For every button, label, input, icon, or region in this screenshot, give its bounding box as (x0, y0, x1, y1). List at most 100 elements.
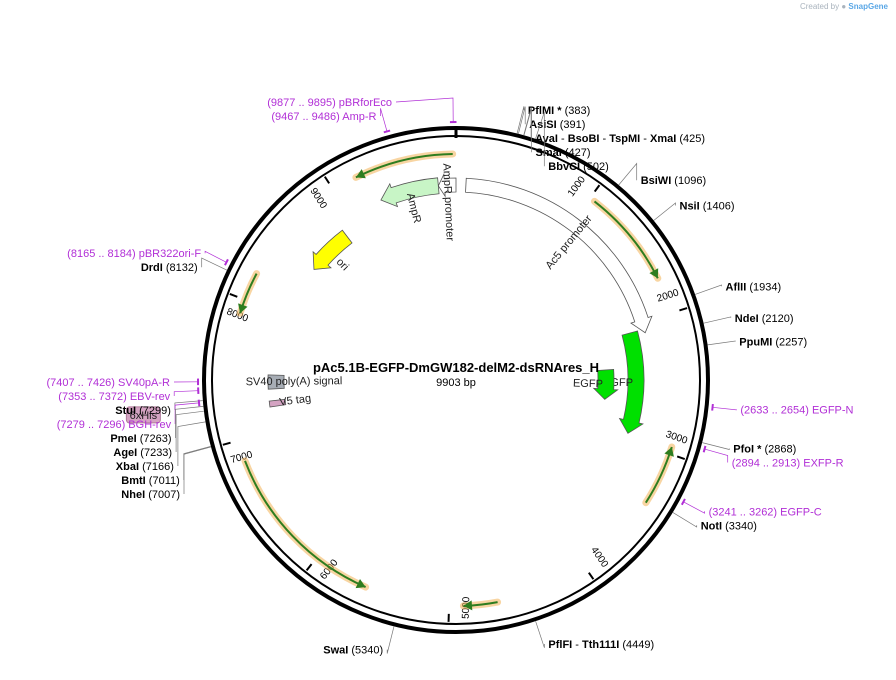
primer-leader (704, 448, 729, 463)
enzyme-leader (175, 406, 204, 438)
enzyme-loc: (502) (580, 161, 609, 173)
enzyme-leader (535, 621, 545, 648)
enzyme-leader (702, 442, 730, 450)
tag-6xhis-box (125, 406, 161, 424)
tick-mark (305, 563, 313, 572)
enzyme-name: BsiWI (641, 175, 672, 187)
primer-site-label: (2894 .. 2913) EXFP-R (732, 458, 844, 470)
tick-mark (593, 184, 601, 193)
orf-line (355, 153, 453, 179)
enzyme-leader (618, 162, 638, 186)
enzyme-loc: (1934) (746, 281, 781, 293)
tick-label: 1000 (566, 174, 588, 199)
enzyme-name: StuI (115, 405, 136, 417)
primer-loc: (2894 .. 2913) (732, 458, 801, 470)
enzyme-loc: (5340) (348, 645, 383, 657)
tick-mark (323, 176, 330, 184)
enzyme-site-label: SwaI (5340) (323, 645, 383, 657)
sv40-polya-box (267, 374, 285, 390)
enzyme-leader (653, 202, 676, 221)
enzyme-loc: (3340) (722, 520, 757, 532)
enzyme-name: AsiSI (529, 119, 557, 131)
primer-site-label: (9877 .. 9895) pBRforEco (267, 97, 392, 109)
primer-loc: (3241 .. 3262) (709, 506, 778, 518)
enzyme-sep: - (558, 133, 568, 145)
primer-leader (380, 108, 388, 132)
primer-name: BGH-rev (125, 419, 171, 431)
primer-loc: (9467 .. 9486) (271, 111, 340, 123)
enzyme-name: TspMI (609, 133, 640, 145)
enzyme-leader (183, 446, 212, 494)
ac5-promoter-arrow (465, 177, 653, 334)
enzyme-site-label: NotI (3340) (701, 520, 757, 532)
enzyme-name: BbvCI (548, 161, 580, 173)
primer-loc: (7407 .. 7426) (46, 377, 115, 389)
orf-arrowhead (355, 579, 366, 589)
tick-label: 3000 (664, 429, 689, 447)
enzyme-loc: (7166) (139, 461, 174, 473)
enzyme-sep: - (640, 133, 650, 145)
primer-mark (224, 258, 229, 266)
orf-line (593, 200, 659, 279)
enzyme-star: * (554, 105, 562, 117)
primer-mark (711, 403, 714, 411)
primer-leader (174, 402, 200, 424)
enzyme-site-label: BsiWI (1096) (641, 175, 706, 187)
enzyme-site-label: StuI (7299) (115, 405, 171, 417)
enzyme-site-label: PpuMI (2257) (739, 337, 807, 349)
enzyme-name: DrdI (141, 262, 163, 274)
enzyme-loc: (2868) (761, 444, 796, 456)
orf-glow (642, 443, 676, 507)
orf-glow (241, 457, 370, 591)
enzyme-site-label: PfoI * (2868) (733, 444, 796, 456)
enzyme-leader (707, 340, 736, 346)
tick-label: 2000 (656, 287, 681, 304)
primer-mark (702, 445, 707, 453)
primer-site-label: (7279 .. 7296) BGH-rev (57, 419, 172, 431)
enzyme-name: AvaI (535, 133, 558, 145)
primer-mark (197, 399, 201, 407)
orf-arrowhead (238, 303, 248, 314)
tick-label: 7000 (229, 449, 254, 466)
enzyme-leader (703, 316, 732, 324)
primer-site-label: (9467 .. 9486) Amp-R (271, 111, 376, 123)
primer-loc: (7353 .. 7372) (58, 391, 127, 403)
enzyme-site-label: NheI (7007) (121, 489, 180, 501)
enzyme-star: * (754, 444, 762, 456)
tag-6xhis-label: 6xHis (130, 410, 158, 422)
primer-site-label: (3241 .. 3262) EGFP-C (709, 506, 822, 518)
primer-mark (680, 498, 686, 506)
enzyme-loc: (7007) (145, 489, 180, 501)
primer-loc: (8165 .. 8184) (67, 248, 136, 260)
enzyme-leader (518, 106, 526, 134)
primer-name: pBR322ori-F (136, 248, 202, 260)
primer-leader (395, 97, 454, 123)
primer-leader (173, 390, 199, 396)
enzyme-name: NheI (121, 489, 145, 501)
orf-glow (591, 197, 662, 282)
enzyme-name: PfoI (733, 444, 754, 456)
tick-mark (229, 293, 238, 298)
enzyme-name: PflMI (528, 105, 554, 117)
enzyme-leader (201, 257, 228, 271)
ampr-arrow (380, 177, 440, 208)
orf-arrowhead (355, 169, 366, 179)
enzyme-site-label: AvaI - BsoBI - TspMI - XmaI (425) (535, 133, 705, 145)
primer-loc: (7279 .. 7296) (57, 419, 126, 431)
credit-prefix: Created by (799, 2, 840, 11)
enzyme-leader (535, 112, 545, 167)
primer-name: Amp-R (340, 111, 377, 123)
orf-line (244, 460, 367, 589)
orf-arrowhead (664, 447, 674, 457)
primer-leader (712, 406, 737, 411)
enzyme-name: PflFI (548, 639, 572, 651)
enzyme-name: XbaI (116, 461, 139, 473)
enzyme-name: NotI (701, 520, 722, 532)
primer-name: EGFP-N (809, 404, 854, 416)
enzyme-loc: (7233) (137, 447, 172, 459)
enzyme-name: SwaI (323, 645, 348, 657)
enzyme-leader (175, 410, 204, 452)
